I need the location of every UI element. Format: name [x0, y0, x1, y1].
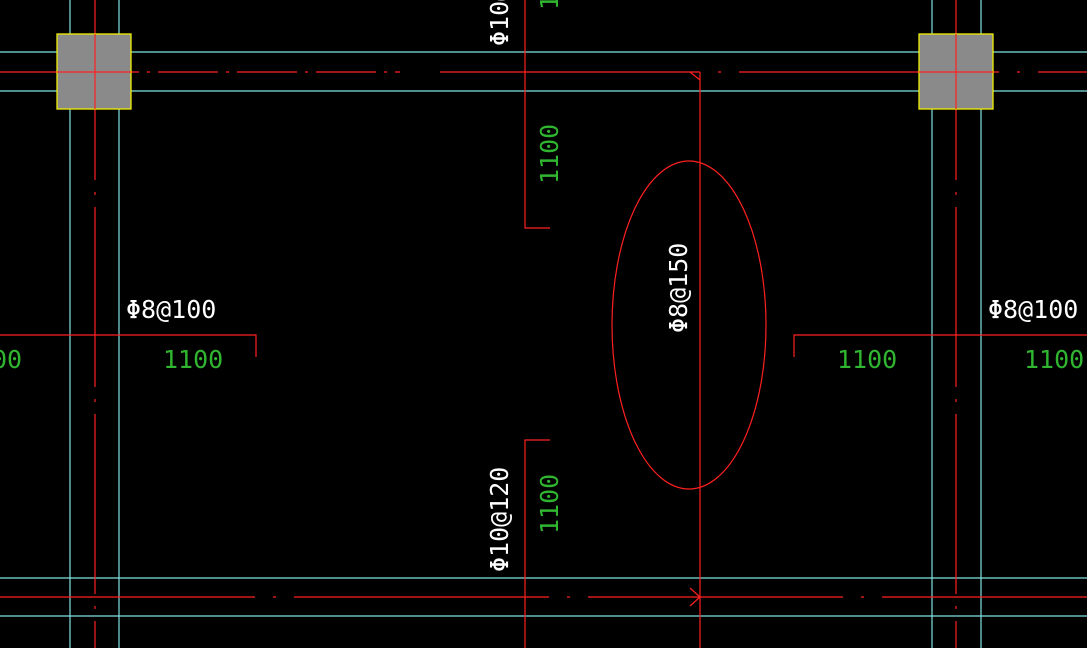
left-length-label: 1100	[163, 345, 223, 374]
bottom-length-label: 1100	[535, 474, 564, 534]
far-left-length-label: 00	[0, 345, 22, 374]
center-rebar-label: Φ8@150	[664, 243, 693, 333]
upper-mid-length-label: 1100	[535, 124, 564, 184]
top-rebar-label: Φ10@1	[485, 0, 514, 46]
annotations: Φ10@1 1 1100 Φ8@150 Φ8@100 1100 00 1100 …	[0, 0, 1084, 572]
rebar-right-bracket	[793, 334, 1087, 357]
rebar-hook-bottom	[689, 587, 701, 607]
top-length-label: 1	[535, 0, 564, 10]
highlight-ellipse	[611, 160, 767, 490]
columns	[56, 33, 994, 110]
rebar-hook-top	[689, 71, 701, 81]
rebar-top-bracket	[524, 0, 550, 229]
right-length-label: 1100	[1024, 345, 1084, 374]
rebar-bottom-bracket	[524, 439, 550, 648]
left-rebar-label: Φ8@100	[126, 295, 216, 324]
rebar-left-bracket	[0, 334, 257, 357]
bottom-rebar-label: Φ10@120	[485, 467, 514, 572]
right-rebar-label: Φ8@100	[988, 295, 1078, 324]
right-mid-length-label: 1100	[837, 345, 897, 374]
